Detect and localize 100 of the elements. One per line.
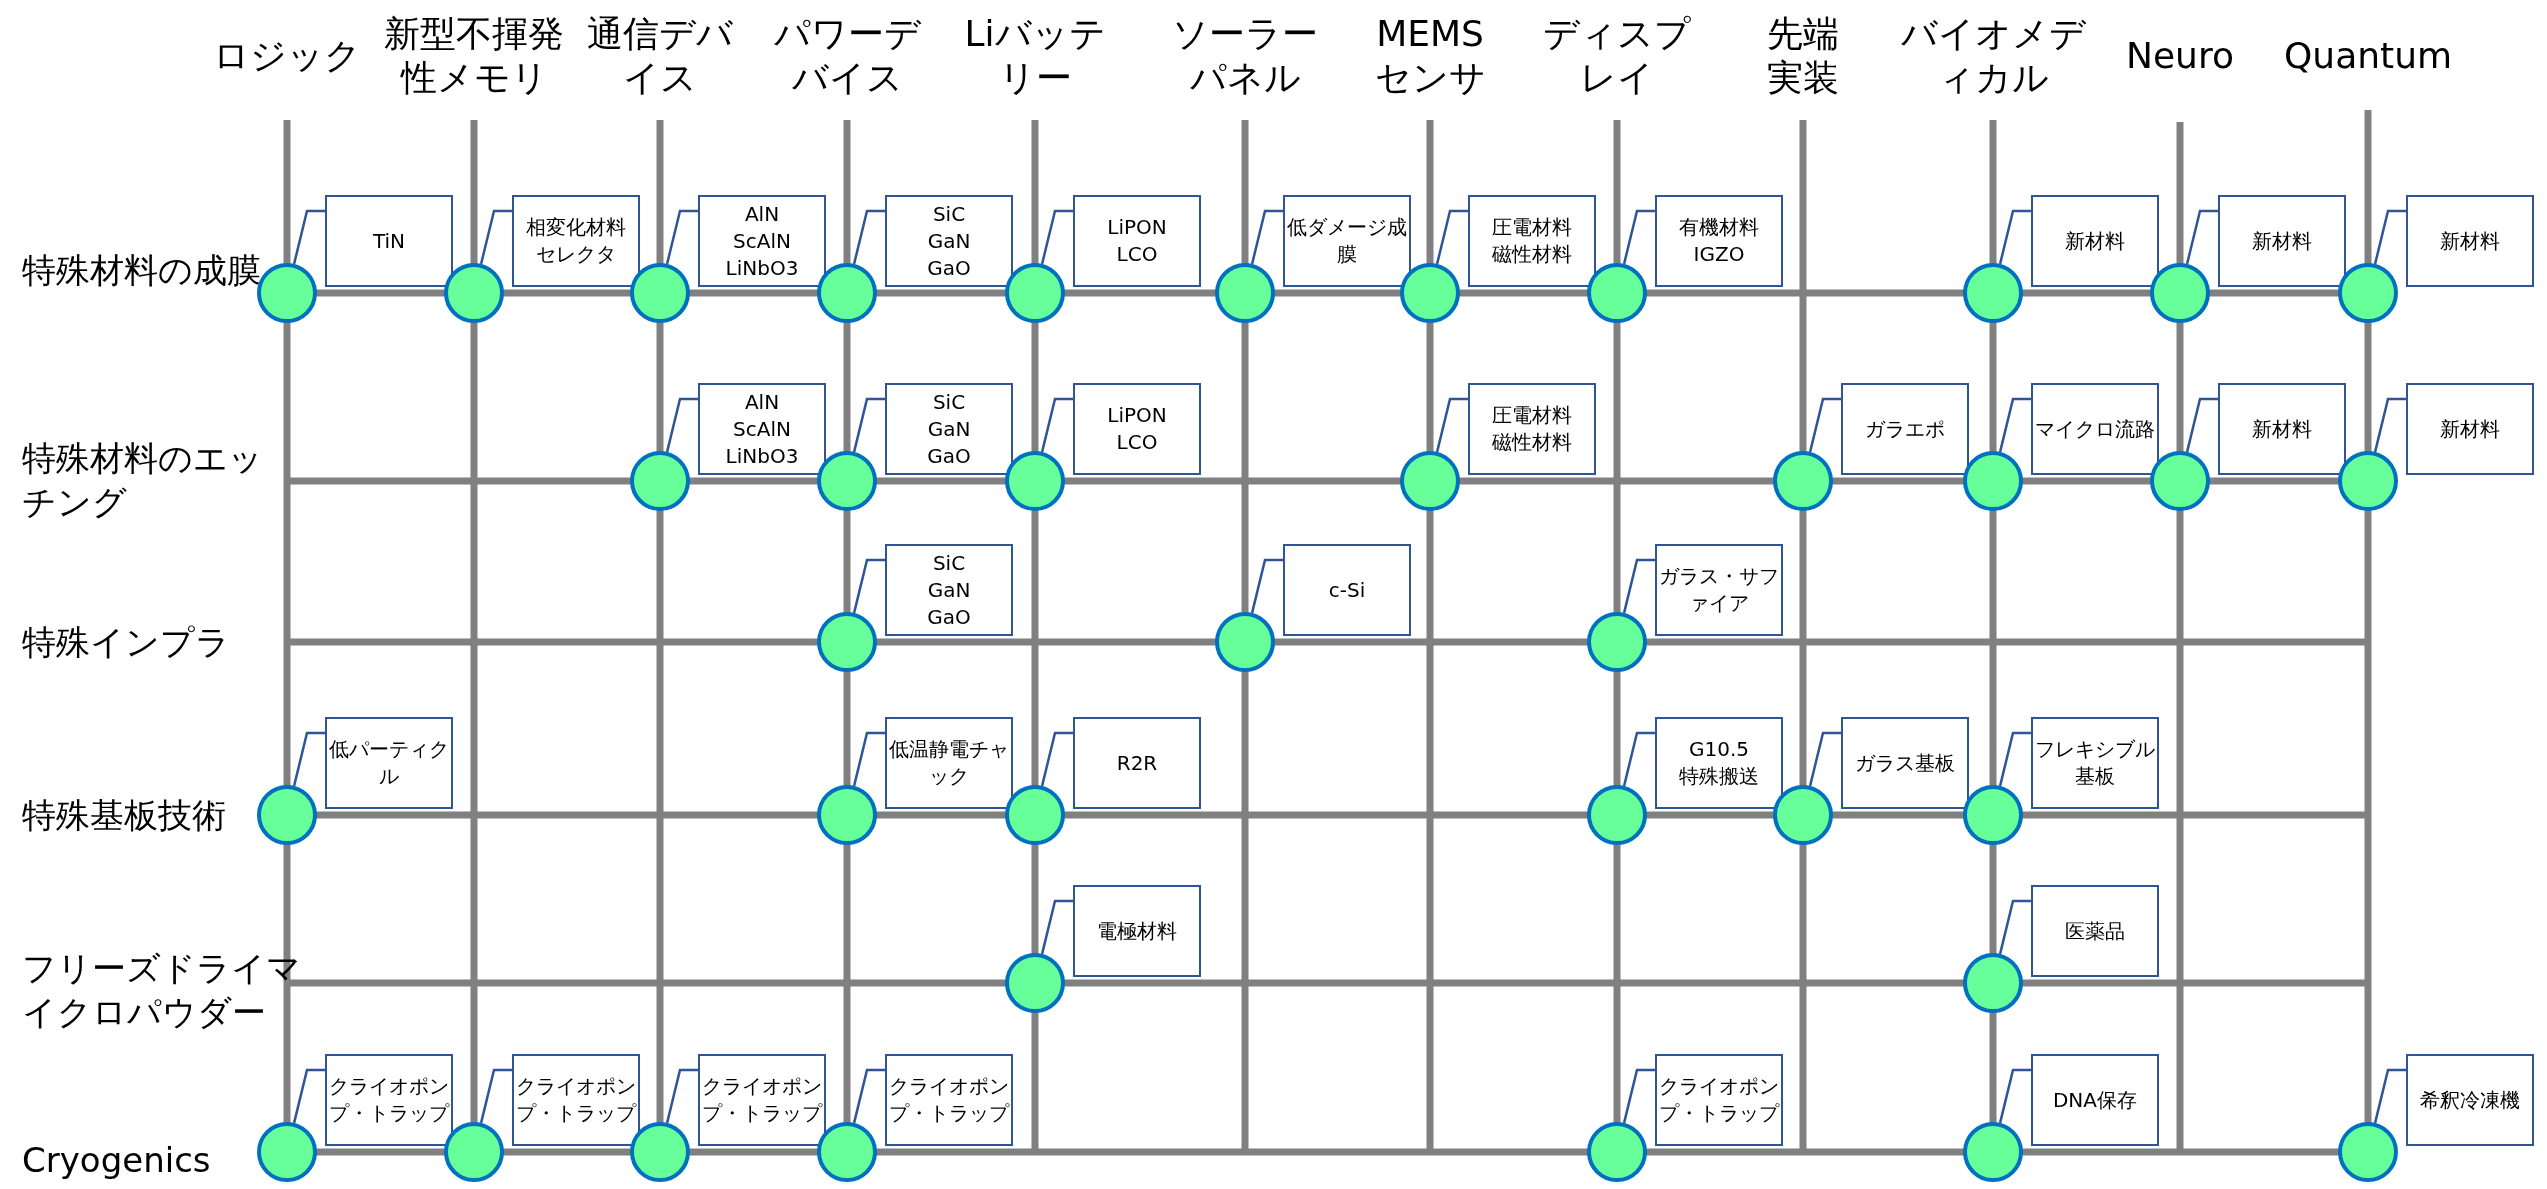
callout-box bbox=[1283, 195, 1411, 287]
callout-label: ガラス基板 bbox=[1855, 749, 1955, 777]
callout-label: 希釈冷凍機 bbox=[2420, 1086, 2520, 1114]
leader-line bbox=[665, 1068, 698, 1124]
leader-line bbox=[2373, 397, 2406, 453]
callout-label: 電極材料 bbox=[1097, 917, 1177, 945]
marker-dot bbox=[1963, 953, 2023, 1013]
callout-box bbox=[1468, 383, 1596, 475]
marker-dot bbox=[2150, 263, 2210, 323]
leader-line bbox=[1250, 558, 1283, 614]
callout-box bbox=[1655, 717, 1783, 809]
marker-dot bbox=[1400, 263, 1460, 323]
leader-line bbox=[292, 1068, 325, 1124]
callout-box bbox=[1655, 1054, 1783, 1146]
marker-dot bbox=[1587, 785, 1647, 845]
callout-label: 新材料 bbox=[2252, 415, 2312, 443]
column-header: Quantum bbox=[2283, 34, 2453, 78]
callout-label: LiPON bbox=[1107, 214, 1167, 241]
callout-label: ScAlN bbox=[733, 415, 791, 443]
leader-line bbox=[1040, 209, 1073, 265]
callout-label: SiC bbox=[932, 200, 966, 228]
callout-label: 新材料 bbox=[2252, 227, 2312, 255]
leader-line bbox=[1622, 209, 1655, 265]
callout-label: G10.5 bbox=[1689, 736, 1749, 763]
marker-dot bbox=[1963, 785, 2023, 845]
callout-label: c-Si bbox=[1328, 576, 1366, 604]
row-header: Cryogenics bbox=[22, 1139, 212, 1182]
callout-label: マイクロ流路 bbox=[2035, 415, 2155, 443]
row-header: 特殊基板技術 bbox=[22, 794, 227, 837]
callout-label: SiC bbox=[932, 549, 966, 577]
callout-box bbox=[885, 544, 1013, 636]
marker-dot bbox=[1587, 612, 1647, 672]
callout-label: セレクタ bbox=[536, 241, 616, 268]
callout-label: 磁性材料 bbox=[1492, 241, 1572, 268]
leader-line bbox=[1998, 1068, 2031, 1124]
marker-dot bbox=[1215, 263, 1275, 323]
callout-box bbox=[1283, 544, 1411, 636]
callout-label: R2R bbox=[1116, 749, 1158, 777]
callout-label: LCO bbox=[1116, 429, 1158, 456]
callout-label: DNA保存 bbox=[2052, 1086, 2137, 1114]
leader-line bbox=[1040, 899, 1073, 955]
callout-label: IGZO bbox=[1693, 241, 1745, 268]
callout-box bbox=[2218, 383, 2346, 475]
callout-label: GaN bbox=[927, 227, 971, 255]
callout-label: クライオポンプ・トラップ bbox=[1658, 1073, 1781, 1127]
marker-dot bbox=[1005, 785, 1065, 845]
callout-label: AlN bbox=[744, 200, 780, 228]
marker-dot bbox=[1215, 612, 1275, 672]
leader-line bbox=[1808, 397, 1841, 453]
leader-line bbox=[292, 731, 325, 787]
leader-line bbox=[852, 397, 885, 453]
column-header: 通信デバイス bbox=[586, 12, 735, 100]
leader-line bbox=[2185, 397, 2218, 453]
leader-line bbox=[479, 209, 512, 265]
marker-dot bbox=[1005, 953, 1065, 1013]
column-header: ディスプレイ bbox=[1542, 12, 1693, 100]
callout-label: GaN bbox=[927, 576, 971, 604]
callout-label: 相変化材料 bbox=[526, 214, 626, 241]
row-header: 特殊インプラ bbox=[22, 621, 231, 664]
marker-dot bbox=[1400, 451, 1460, 511]
callout-label: 圧電材料 bbox=[1492, 402, 1572, 429]
callout-label: 特殊搬送 bbox=[1679, 763, 1759, 790]
leader-line bbox=[2185, 209, 2218, 265]
marker-dot bbox=[1587, 1122, 1647, 1182]
callout-label: ガラエポ bbox=[1865, 415, 1945, 443]
callout-box bbox=[698, 195, 826, 287]
callout-label: 低温静電チャック bbox=[888, 736, 1010, 790]
callout-label: 医薬品 bbox=[2065, 917, 2125, 945]
marker-dot bbox=[817, 263, 877, 323]
callout-box bbox=[2406, 383, 2534, 475]
callout-box bbox=[325, 195, 453, 287]
column-header: ロジック bbox=[211, 34, 362, 78]
marker-dot bbox=[1587, 263, 1647, 323]
callout-label: LiPON bbox=[1107, 402, 1167, 429]
leader-line bbox=[1808, 731, 1841, 787]
callout-box bbox=[2031, 717, 2159, 809]
row-header: 特殊材料のエッチング bbox=[22, 437, 264, 524]
callout-label: ScAlN bbox=[733, 227, 791, 255]
callout-box bbox=[885, 383, 1013, 475]
callout-box bbox=[1073, 383, 1201, 475]
callout-box bbox=[325, 1054, 453, 1146]
callout-box bbox=[1468, 195, 1596, 287]
marker-dot bbox=[2150, 451, 2210, 511]
callout-box bbox=[2406, 1054, 2534, 1146]
callout-box bbox=[512, 195, 640, 287]
callout-label: GaO bbox=[927, 603, 971, 631]
callout-box bbox=[2031, 1054, 2159, 1146]
callout-box bbox=[1073, 717, 1201, 809]
callout-box bbox=[885, 1054, 1013, 1146]
callout-label: ガラス・サファイア bbox=[1658, 563, 1780, 617]
callout-label: 新材料 bbox=[2440, 415, 2500, 443]
callout-box bbox=[698, 1054, 826, 1146]
marker-dot bbox=[817, 451, 877, 511]
callout-box bbox=[1073, 885, 1201, 977]
callout-label: クライオポンプ・トラップ bbox=[515, 1073, 638, 1127]
leader-line bbox=[1622, 558, 1655, 614]
column-header: MEMSセンサ bbox=[1373, 12, 1487, 100]
callout-label: クライオポンプ・トラップ bbox=[328, 1073, 451, 1127]
callout-label: TiN bbox=[372, 227, 406, 255]
leader-line bbox=[2373, 1068, 2406, 1124]
